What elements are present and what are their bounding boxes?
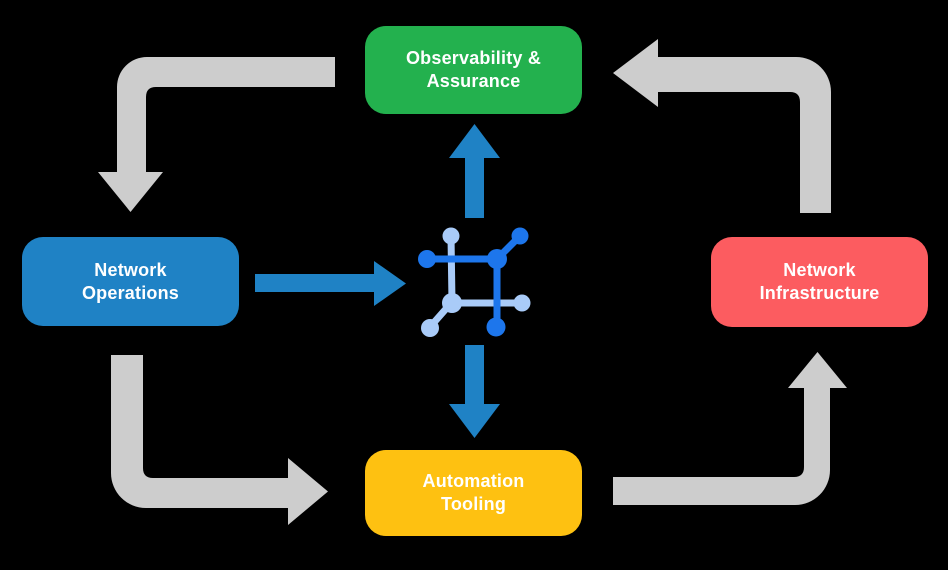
cycle-arrow-automation-to-infrastructure — [613, 352, 847, 505]
flow-arrow-operations-to-platform — [255, 261, 406, 306]
flow-arrow-platform-to-automation — [449, 345, 500, 438]
flow-arrow-platform-to-observability — [449, 124, 500, 218]
node-label-line: Infrastructure — [759, 283, 880, 303]
icon-light-nodes — [421, 227, 531, 337]
cycle-arrow-observability-to-operations — [98, 57, 335, 212]
node-label-line: Assurance — [426, 71, 521, 91]
node-network-infrastructure: Network Infrastructure — [711, 237, 928, 327]
node-label-line: Automation — [422, 471, 525, 491]
network-platform-icon — [418, 227, 531, 337]
node-label-line: Network — [783, 260, 856, 280]
node-label-line: Operations — [81, 282, 180, 303]
node-network-operations: Network Operations — [22, 237, 239, 326]
cycle-arrow-infrastructure-to-observability — [613, 39, 831, 213]
node-automation-tooling: Automation Tooling — [365, 450, 582, 536]
icon-dark-nodes — [418, 227, 529, 337]
cycle-arrow-operations-to-automation — [111, 355, 328, 525]
node-label-line: Tooling — [440, 494, 507, 514]
node-label-line: Network — [94, 259, 167, 280]
node-label-line: Observability & — [405, 48, 542, 68]
node-observability-assurance: Observability & Assurance — [365, 26, 582, 114]
